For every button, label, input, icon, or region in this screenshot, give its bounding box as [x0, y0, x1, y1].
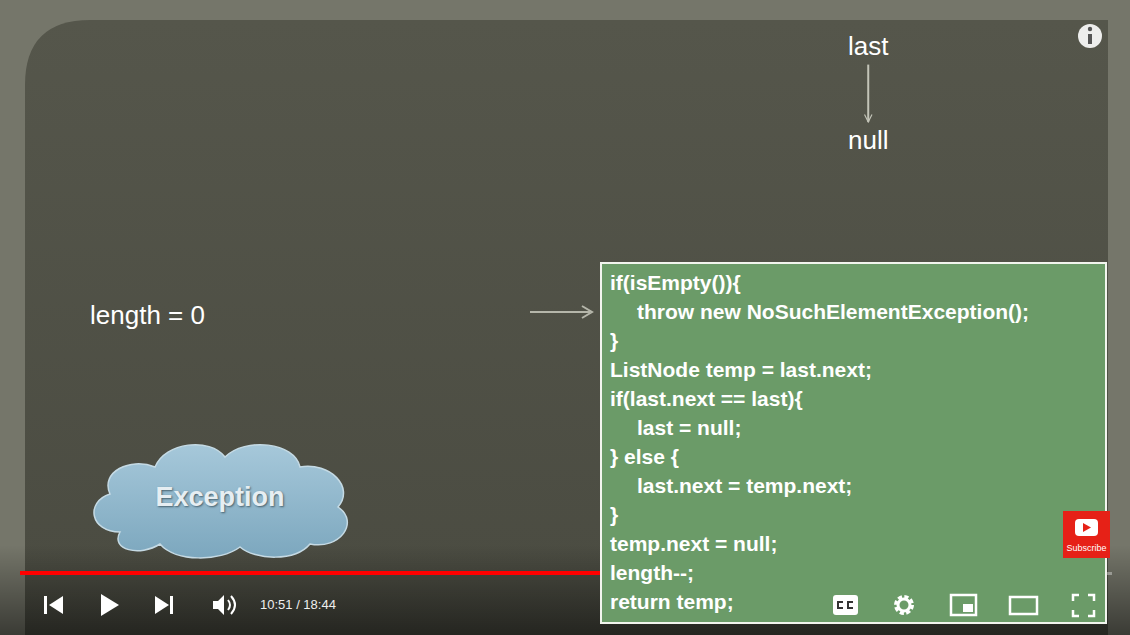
- pointer-arrow: [530, 311, 590, 313]
- pointer-arrowhead: [582, 306, 592, 318]
- code-line: length--;: [610, 558, 1097, 587]
- settings-icon: [896, 597, 912, 613]
- code-line: return temp;: [610, 587, 1097, 616]
- time-display: 10:51 / 18:44: [260, 597, 336, 612]
- subscribe-play: [1083, 523, 1091, 532]
- cloud-outline: [94, 445, 347, 558]
- code-line: }: [610, 500, 1097, 529]
- settings-icon: [898, 599, 910, 611]
- code-line: throw new NoSuchElementException();: [610, 297, 1097, 326]
- node-text: null: [848, 126, 888, 155]
- subscribe-button: [1063, 511, 1110, 558]
- code-line: temp.next = null;: [610, 529, 1097, 558]
- volume-icon: [213, 595, 224, 615]
- exception-cloud: Exception: [80, 432, 360, 562]
- code-line: if(isEmpty()){: [610, 268, 1097, 297]
- null-value: null: [848, 126, 888, 155]
- theater-icon: [1010, 597, 1037, 614]
- play-icon: [101, 594, 119, 616]
- progress-played: [20, 571, 650, 575]
- info-glyph: [1088, 34, 1092, 44]
- node-text: last: [848, 32, 888, 61]
- code-line: ListNode temp = last.next;: [610, 355, 1097, 384]
- next-icon: [155, 596, 169, 614]
- node-text: Exception: [155, 482, 284, 513]
- info-dot: [1088, 27, 1092, 31]
- next-icon: [170, 596, 173, 614]
- prev-icon: [44, 596, 47, 614]
- miniplayer-icon: [963, 604, 973, 612]
- code-box: if(isEmpty()){throw new NoSuchElementExc…: [600, 262, 1107, 624]
- cc-icon: [833, 595, 858, 615]
- code-line: }: [610, 326, 1097, 355]
- cc-glyph: [838, 602, 853, 608]
- pointer-name: last: [848, 32, 888, 61]
- code-line: } else {: [610, 442, 1097, 471]
- subscribe-logo: [1075, 519, 1098, 536]
- fullscreen-icon: [1073, 595, 1094, 616]
- slide-panel: [25, 20, 1108, 635]
- prev-icon: [49, 596, 63, 614]
- state-label: length = 0: [90, 300, 205, 331]
- miniplayer-icon: [951, 595, 976, 615]
- code-line: last.next = temp.next;: [610, 471, 1097, 500]
- subscribe-text: Subscribe: [1063, 543, 1110, 553]
- code-line: if(last.next == last){: [610, 384, 1097, 413]
- pointer-arrow: [867, 65, 869, 122]
- info-icon: [1078, 24, 1102, 48]
- code-line: last = null;: [610, 413, 1097, 442]
- volume-waves: [228, 596, 235, 614]
